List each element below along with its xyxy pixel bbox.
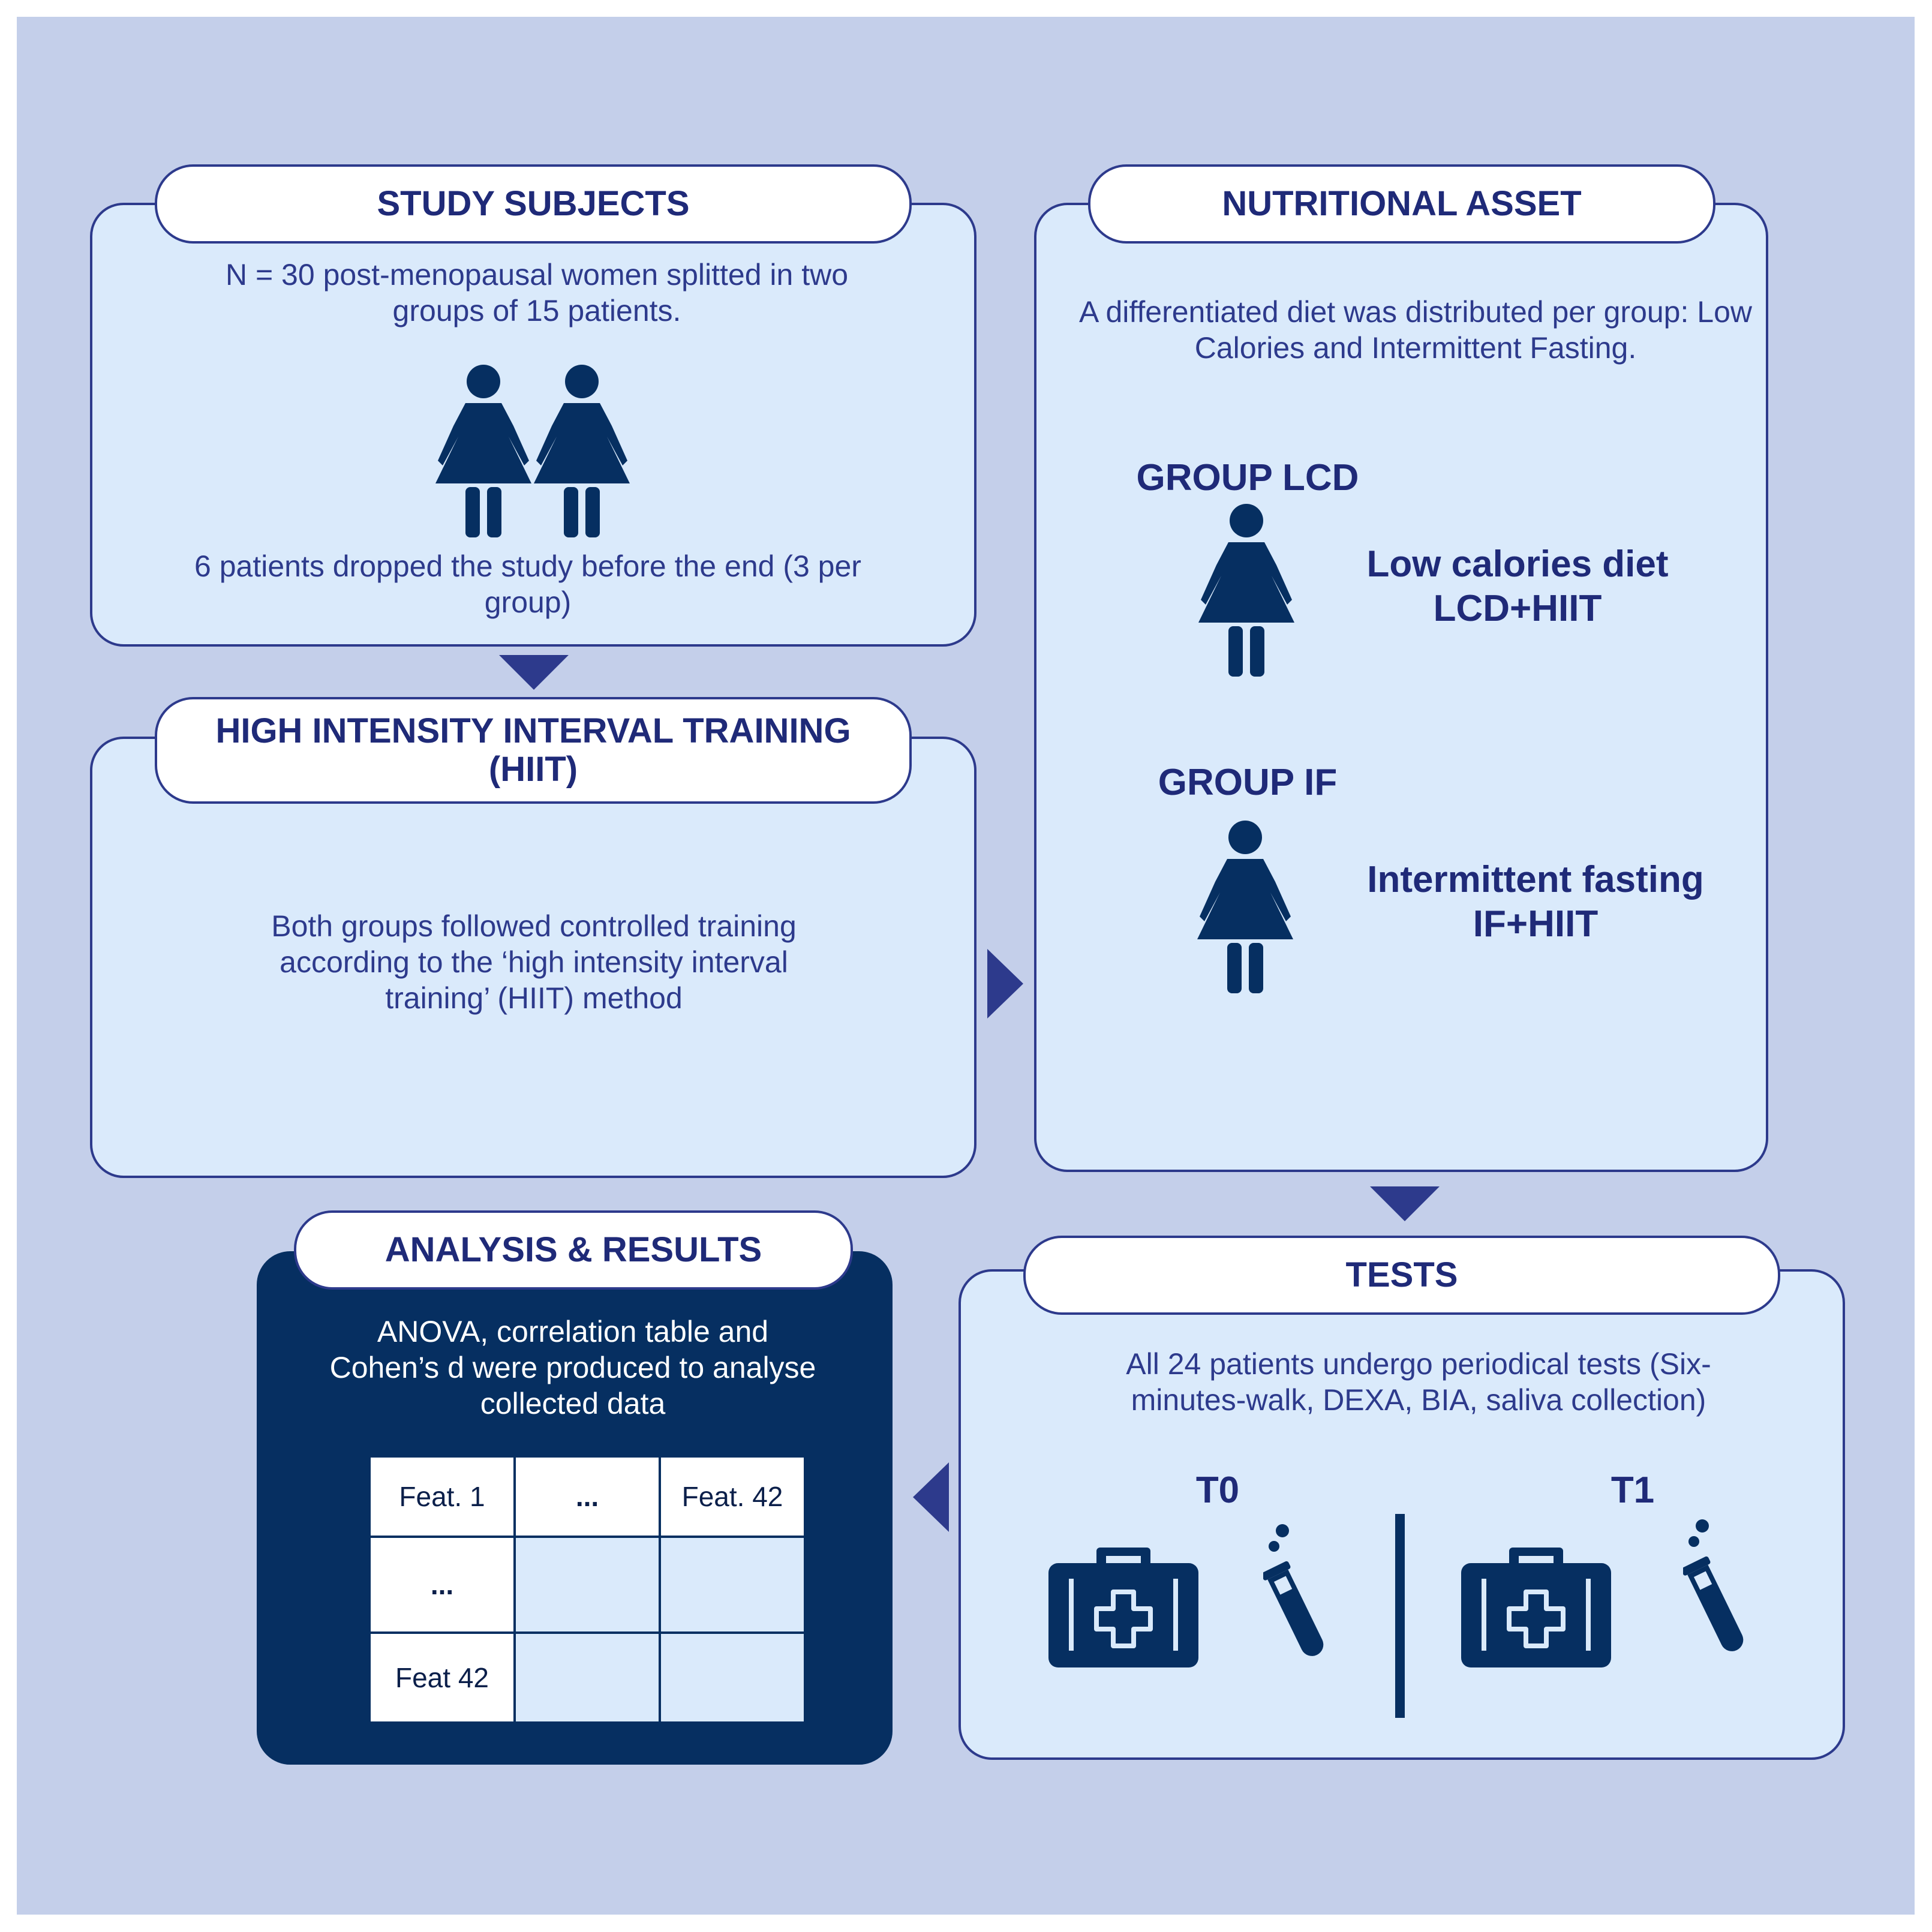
table-cell bbox=[659, 1536, 806, 1634]
group-if-heading: GROUP IF bbox=[1158, 762, 1338, 803]
woman-icon bbox=[1198, 503, 1294, 677]
hiit-title-line1: HIGH INTENSITY INTERVAL TRAINING bbox=[215, 711, 851, 750]
timeline-divider bbox=[1395, 1514, 1405, 1718]
test-tube-icon bbox=[1263, 1522, 1329, 1672]
study-subjects-dropout-text: 6 patients dropped the study before the … bbox=[194, 549, 861, 619]
group-lcd-heading: GROUP LCD bbox=[1136, 457, 1359, 498]
table-header-cell: Feat. 1 bbox=[368, 1455, 516, 1538]
table-header-cell: Feat. 42 bbox=[659, 1455, 806, 1538]
table-row-label: ... bbox=[368, 1536, 516, 1634]
arrow-left-icon bbox=[913, 1462, 949, 1532]
arrow-down-icon bbox=[1370, 1186, 1440, 1221]
woman-icon bbox=[1197, 819, 1293, 993]
study-subjects-title: STUDY SUBJECTS bbox=[155, 164, 912, 244]
table-cell bbox=[513, 1631, 661, 1724]
nutritional-asset-panel bbox=[1034, 203, 1768, 1172]
table-row: Feat 42 bbox=[368, 1631, 806, 1724]
medical-kit-icon bbox=[1461, 1548, 1611, 1667]
group-if-protocol: IF+HIIT bbox=[1473, 903, 1599, 945]
study-subjects-panel bbox=[90, 203, 976, 647]
hiit-title: HIGH INTENSITY INTERVAL TRAINING(HIIT) bbox=[155, 697, 912, 804]
t1-label: T1 bbox=[1610, 1470, 1655, 1511]
group-if-label: Intermittent fasting IF+HIIT bbox=[1332, 858, 1739, 947]
hiit-title-line2: (HIIT) bbox=[488, 750, 578, 789]
group-lcd-protocol: LCD+HIIT bbox=[1433, 588, 1602, 629]
study-subjects-text: N = 30 post-menopausal women splitted in… bbox=[225, 258, 849, 327]
woman-icon bbox=[534, 363, 630, 537]
analysis-results-text: ANOVA, correlation table and Cohen’s d w… bbox=[329, 1315, 816, 1420]
t0-label: T0 bbox=[1195, 1470, 1240, 1511]
nutritional-asset-text: A differentiated diet was distributed pe… bbox=[1079, 295, 1752, 365]
hiit-panel bbox=[90, 737, 976, 1178]
tests-text: All 24 patients undergo periodical tests… bbox=[1126, 1347, 1711, 1417]
table-cell bbox=[659, 1631, 806, 1724]
test-tube-icon bbox=[1683, 1518, 1749, 1667]
table-header-cell: ... bbox=[513, 1455, 661, 1538]
arrow-down-icon bbox=[499, 655, 569, 690]
correlation-table: Feat. 1 ... Feat. 42 ... Feat 42 bbox=[368, 1455, 806, 1724]
group-if-diet: Intermittent fasting bbox=[1367, 859, 1704, 900]
table-row: ... bbox=[368, 1536, 806, 1634]
arrow-right-icon bbox=[987, 949, 1023, 1018]
group-lcd-label: Low calories diet LCD+HIIT bbox=[1332, 542, 1703, 631]
nutritional-asset-title: NUTRITIONAL ASSET bbox=[1088, 164, 1715, 244]
table-cell bbox=[513, 1536, 661, 1634]
medical-kit-icon bbox=[1048, 1548, 1198, 1667]
tests-title: TESTS bbox=[1023, 1236, 1780, 1315]
woman-icon bbox=[435, 363, 531, 537]
table-row: Feat. 1 ... Feat. 42 bbox=[368, 1455, 806, 1538]
hiit-text: Both groups followed controlled training… bbox=[271, 909, 797, 1015]
table-row-label: Feat 42 bbox=[368, 1631, 516, 1724]
analysis-results-title: ANALYSIS & RESULTS bbox=[294, 1210, 853, 1290]
group-lcd-diet: Low calories diet bbox=[1366, 543, 1669, 585]
